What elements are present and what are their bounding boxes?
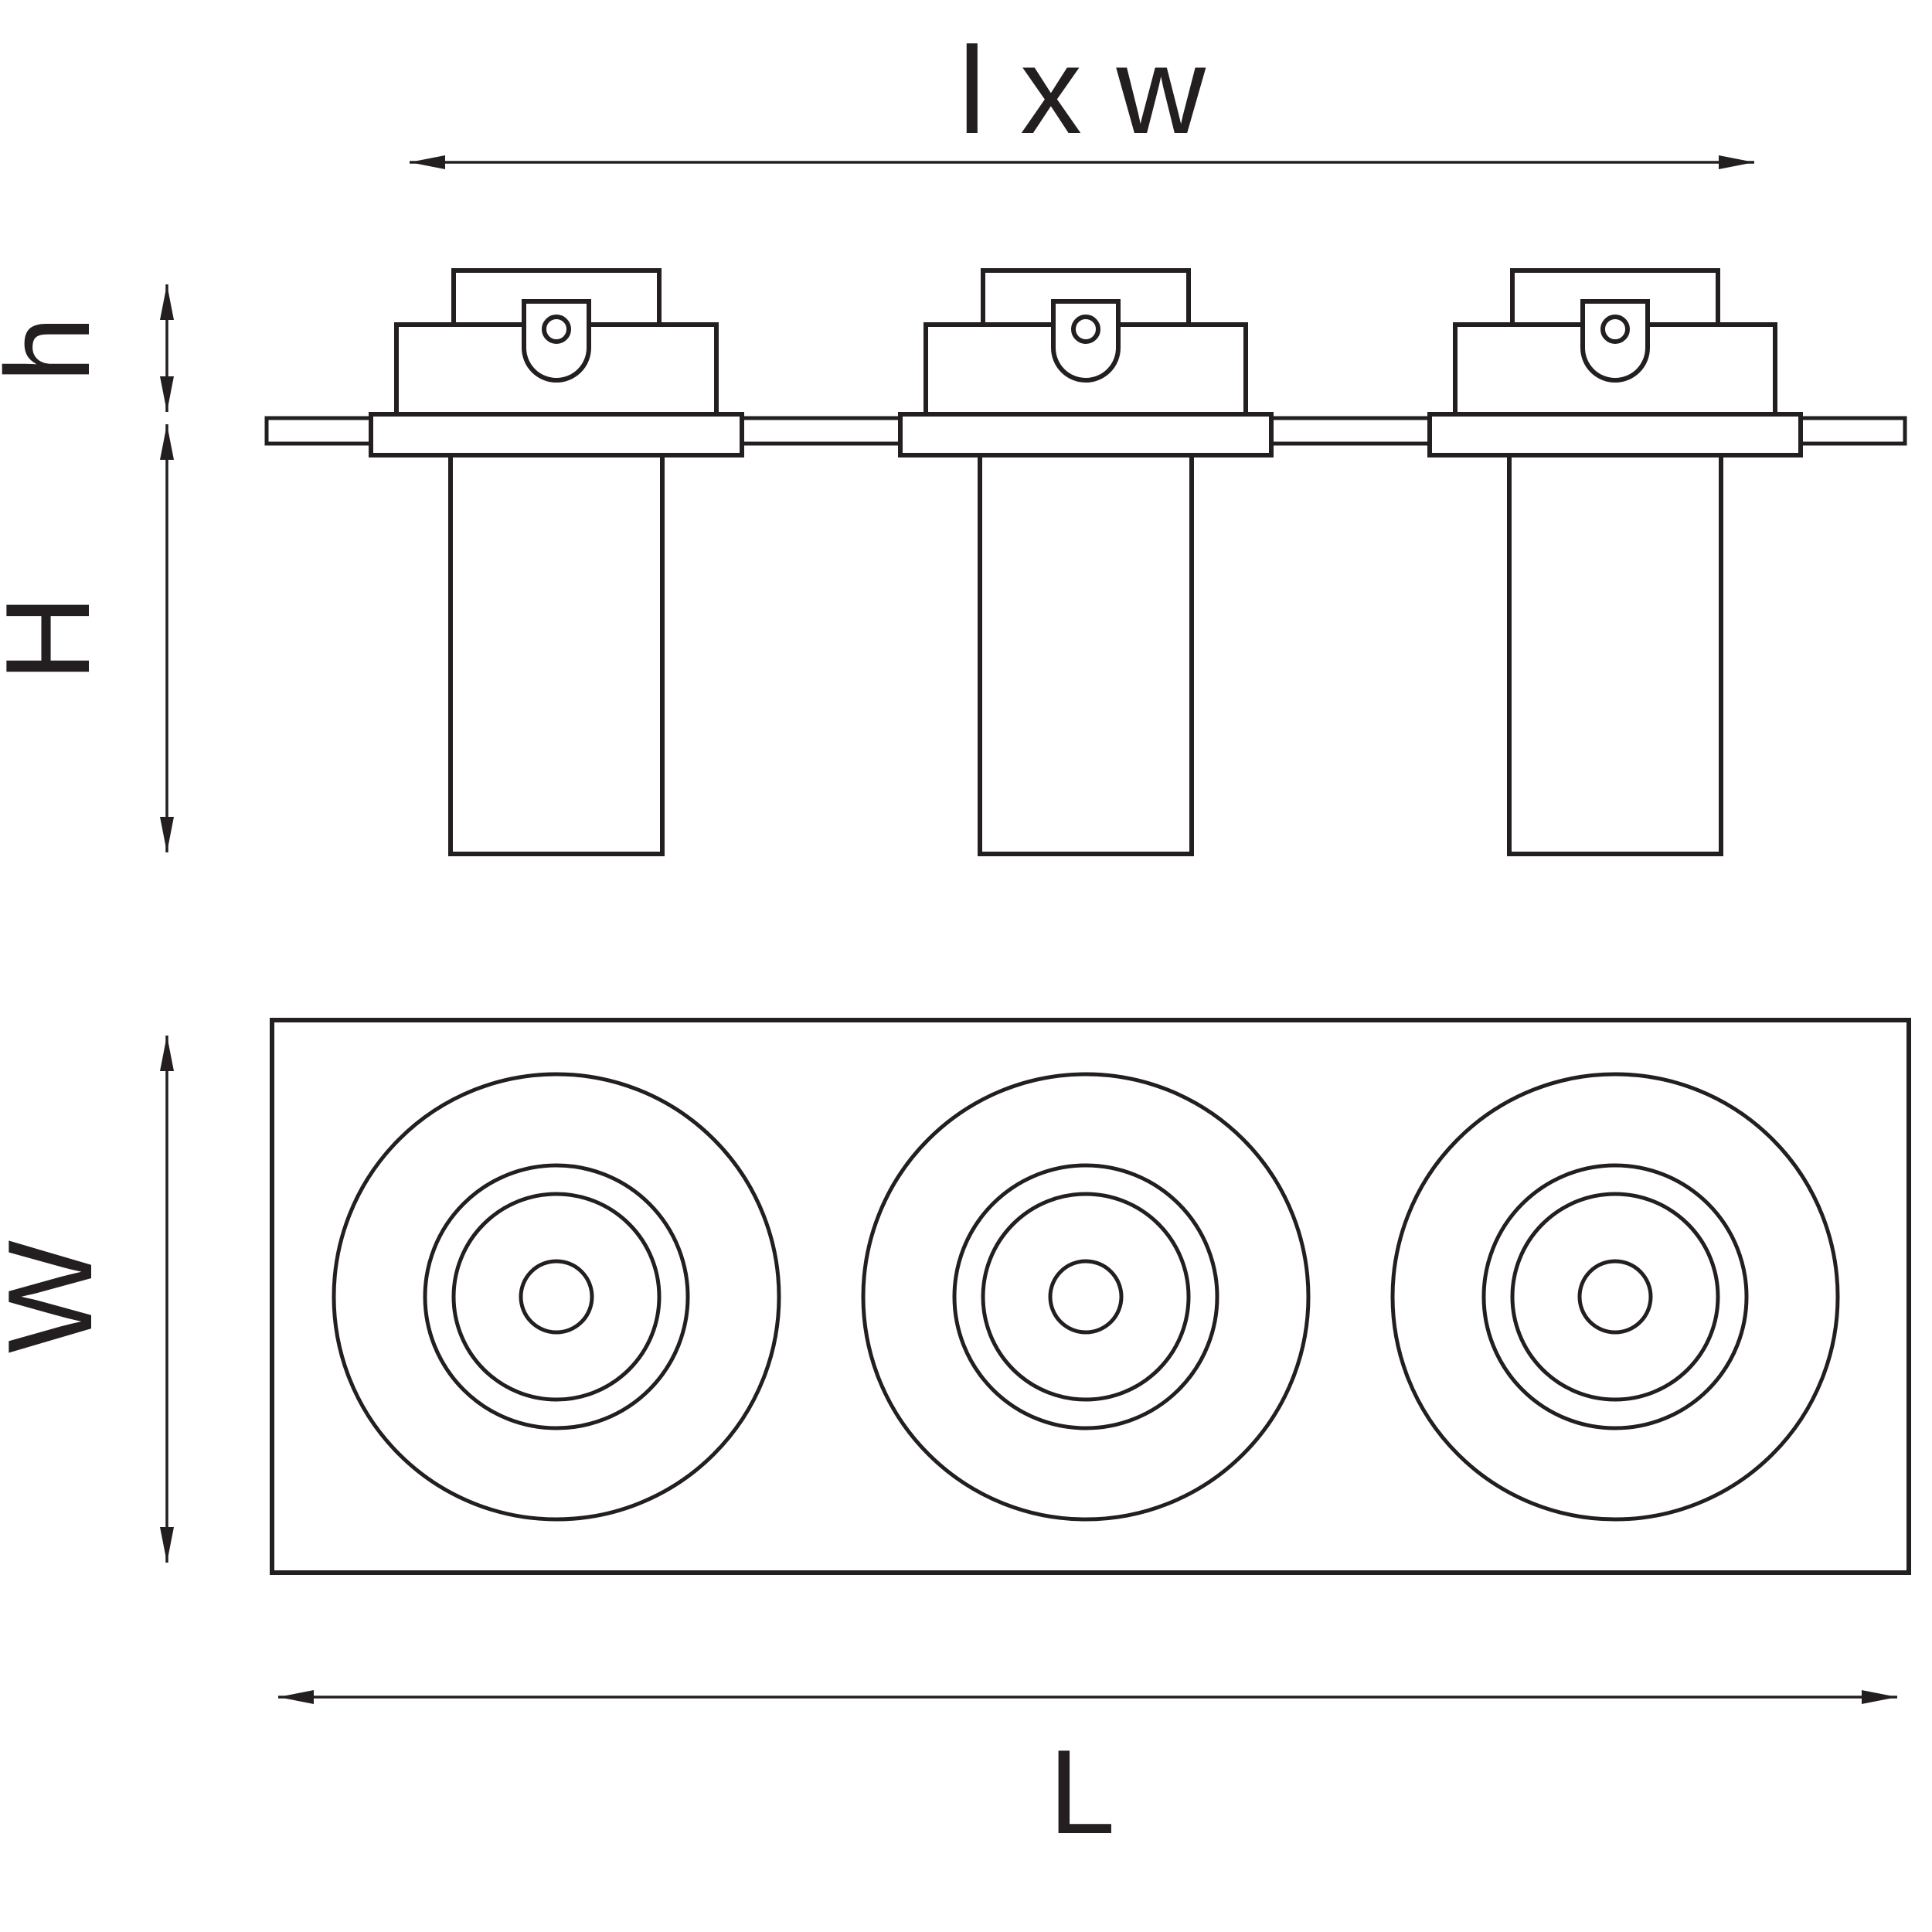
dimension-label-h: h bbox=[0, 316, 114, 383]
side-view bbox=[264, 270, 1907, 854]
plan-view bbox=[270, 1018, 1911, 1575]
fixture-unit-3 bbox=[1430, 270, 1801, 854]
dimensions: l x w h H W L bbox=[0, 21, 1897, 1859]
fixture-unit-1 bbox=[371, 270, 742, 854]
dimension-label-W: W bbox=[0, 1240, 117, 1353]
plan-outline bbox=[270, 1018, 1911, 1575]
dimension-label-H: H bbox=[0, 595, 114, 682]
dimension-label-lxw: l x w bbox=[958, 21, 1206, 159]
fixture-unit-2 bbox=[900, 270, 1271, 854]
dimension-label-L: L bbox=[1049, 1725, 1115, 1859]
